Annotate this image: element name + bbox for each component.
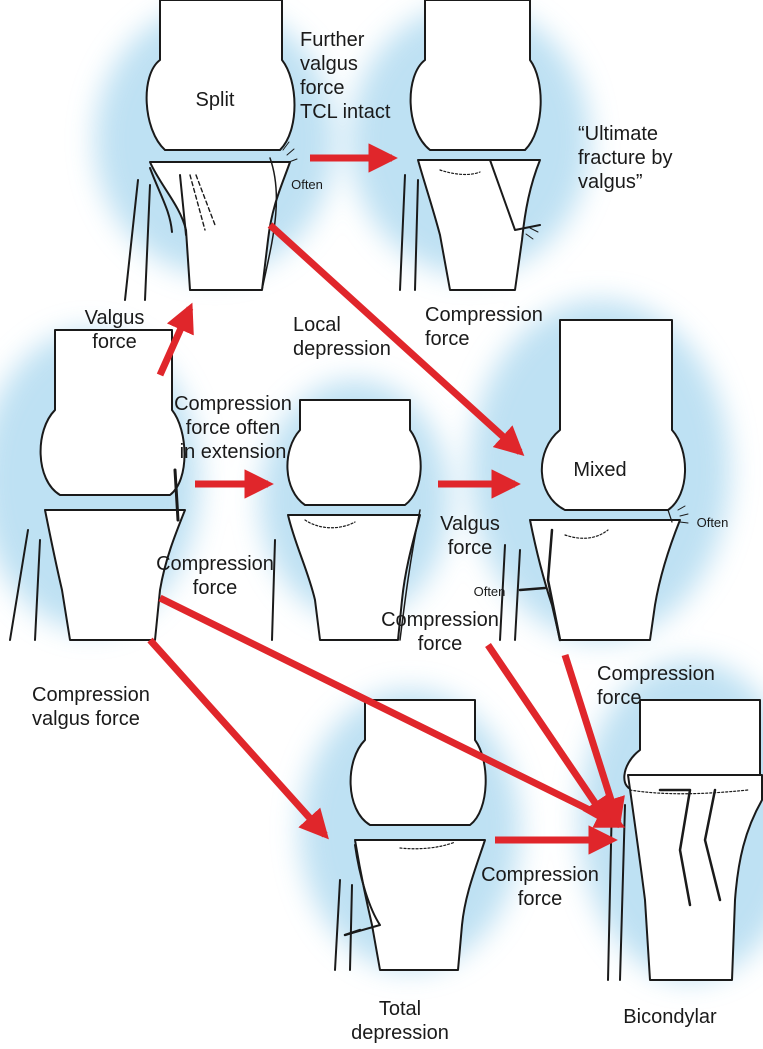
label-often-mid: Often	[462, 584, 517, 600]
label-total-depression: Total depression	[340, 997, 460, 1045]
label-compression-force-mid: Compression force	[360, 608, 520, 656]
label-compression-extension: Compression force often in extension	[148, 392, 318, 464]
label-valgus-force-mid: Valgus force	[425, 512, 515, 560]
label-local-depression: Local depression	[293, 313, 403, 361]
label-compression-force-bottom: Compression force	[460, 863, 620, 911]
label-compression-valgus: Compression valgus force	[32, 683, 212, 731]
label-compression-force-mid-left: Compression force	[135, 552, 295, 600]
label-often-top: Often	[282, 177, 332, 193]
label-valgus-force-left: Valgus force	[62, 306, 167, 354]
label-further-valgus: Further valgus force TCL intact	[300, 28, 420, 124]
label-compression-force-top: Compression force	[425, 303, 585, 351]
label-ultimate-fracture: “Ultimate fracture by valgus”	[578, 122, 718, 194]
label-compression-force-right: Compression force	[597, 662, 757, 710]
label-mixed: Mixed	[560, 458, 640, 482]
label-bicondylar: Bicondylar	[605, 1005, 735, 1029]
label-often-mixed: Often	[685, 515, 740, 531]
label-split: Split	[170, 88, 260, 112]
